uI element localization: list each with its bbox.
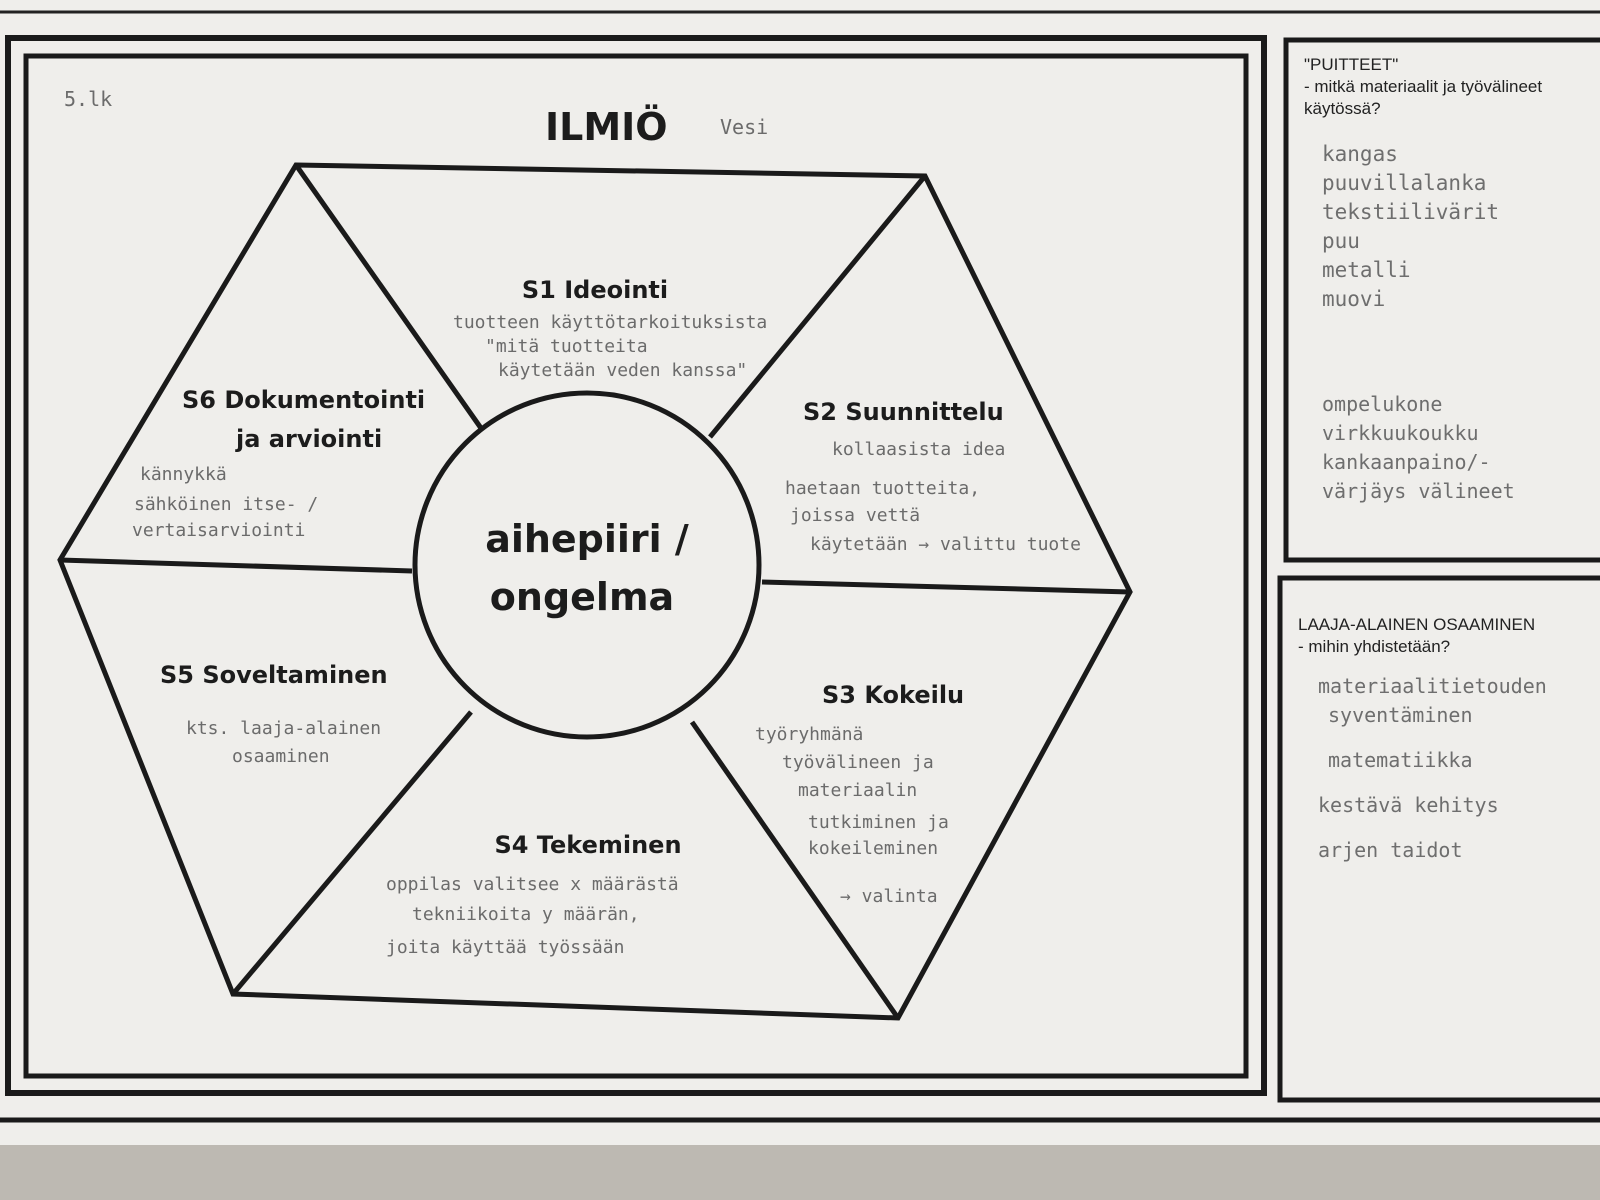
main-frame-inner bbox=[23, 53, 1249, 1079]
spoke-left bbox=[59, 557, 413, 574]
list-item: kestävä kehitys bbox=[1318, 793, 1499, 817]
segment-s4-title: S4 Tekeminen bbox=[494, 831, 681, 859]
segment-s6-note: kännykkä bbox=[140, 464, 227, 485]
segment-s4-note: oppilas valitsee x määrästä bbox=[386, 874, 679, 895]
segment-s2-note: haetaan tuotteita, bbox=[785, 478, 980, 499]
puitteet-title: "PUITTEET" bbox=[1304, 55, 1399, 74]
laaja-box bbox=[1277, 575, 1600, 1103]
segment-s1-note: tuotteen käyttötarkoituksista bbox=[453, 312, 767, 333]
segment-s5-note: osaaminen bbox=[232, 746, 330, 767]
puitteet-question: - mitkä materiaalit ja työvälineet käytö… bbox=[1304, 77, 1543, 118]
spoke-top-right bbox=[708, 174, 927, 439]
segment-s3-note: kokeileminen bbox=[808, 838, 938, 859]
list-item: matematiikka bbox=[1328, 748, 1473, 772]
segment-s2-note: kollaasista idea bbox=[832, 439, 1005, 460]
list-item: metalli bbox=[1322, 258, 1411, 282]
segment-s6-title: S6 Dokumentointi bbox=[182, 386, 425, 414]
segment-s5-title: S5 Soveltaminen bbox=[160, 661, 388, 689]
segment-s1-note: käytetään veden kanssa" bbox=[498, 360, 747, 381]
center-label-line2: ongelma bbox=[490, 575, 674, 619]
list-item: virkkuukoukku bbox=[1322, 421, 1479, 445]
corner-note: 5.lk bbox=[64, 87, 112, 111]
puitteet-materials-list: kangas puuvillalanka tekstiilivärit puu … bbox=[1322, 140, 1499, 314]
list-item: kankaanpaino/- bbox=[1322, 450, 1491, 474]
phenomenon-title: ILMIÖ bbox=[545, 105, 668, 149]
list-item: puuvillalanka bbox=[1322, 171, 1487, 195]
list-item: värjäys välineet bbox=[1322, 479, 1515, 503]
center-circle bbox=[412, 390, 762, 740]
list-item: kangas bbox=[1322, 142, 1398, 166]
segment-s3-note: materiaalin bbox=[798, 780, 917, 801]
list-item: ompelukone bbox=[1322, 392, 1443, 416]
list-item: materiaalitietouden bbox=[1318, 674, 1547, 698]
phenomenon-topic: Vesi bbox=[720, 115, 768, 139]
spoke-top-left bbox=[293, 163, 486, 433]
laaja-title: LAAJA-ALAINEN OSAAMINEN bbox=[1298, 615, 1536, 634]
segment-s6-note: sähköinen itse- / bbox=[134, 494, 318, 515]
spoke-bottom-left bbox=[231, 710, 473, 996]
segment-s3-note: työryhmänä bbox=[755, 724, 863, 745]
segment-s1-title: S1 Ideointi bbox=[522, 276, 668, 304]
segment-s1-note: "mitä tuotteita bbox=[485, 336, 648, 357]
segment-s3-title: S3 Kokeilu bbox=[822, 681, 964, 709]
puitteet-box bbox=[1283, 37, 1600, 563]
segment-s4-note: tekniikoita y määrän, bbox=[412, 904, 640, 925]
segment-s4-note: joita käyttää työssään bbox=[386, 937, 624, 958]
segment-s3-note: tutkiminen ja bbox=[808, 812, 949, 833]
spoke-right bbox=[761, 579, 1131, 595]
segment-s3-note: → valinta bbox=[840, 886, 938, 907]
segment-s2-title: S2 Suunnittelu bbox=[803, 398, 1004, 426]
list-item: tekstiilivärit bbox=[1322, 200, 1500, 224]
list-item: muovi bbox=[1322, 287, 1386, 311]
segment-s2-note: joissa vettä bbox=[790, 505, 920, 526]
list-item: arjen taidot bbox=[1318, 838, 1463, 862]
segment-s6-note: vertaisarviointi bbox=[132, 520, 305, 541]
puitteet-tools-list: ompelukone virkkuukoukku kankaanpaino/- … bbox=[1322, 390, 1515, 506]
list-item: puu bbox=[1322, 229, 1360, 253]
segment-s6-title: ja arviointi bbox=[235, 425, 382, 453]
segment-s3-note: työvälineen ja bbox=[782, 752, 934, 773]
center-label-line1: aihepiiri / bbox=[485, 517, 689, 561]
laaja-question: - mihin yhdistetään? bbox=[1298, 637, 1451, 656]
laaja-header: LAAJA-ALAINEN OSAAMINEN - mihin yhdistet… bbox=[1298, 614, 1594, 658]
laaja-items-list: materiaalitietouden syventäminen matemat… bbox=[1318, 672, 1547, 865]
segment-s5-note: kts. laaja-alainen bbox=[186, 718, 381, 739]
segment-s2-note: käytetään → valittu tuote bbox=[810, 534, 1081, 555]
spoke-bottom-right bbox=[689, 720, 901, 1020]
list-item: syventäminen bbox=[1328, 703, 1473, 727]
main-frame-outer bbox=[5, 35, 1267, 1096]
puitteet-header: "PUITTEET" - mitkä materiaalit ja työväl… bbox=[1304, 54, 1594, 120]
